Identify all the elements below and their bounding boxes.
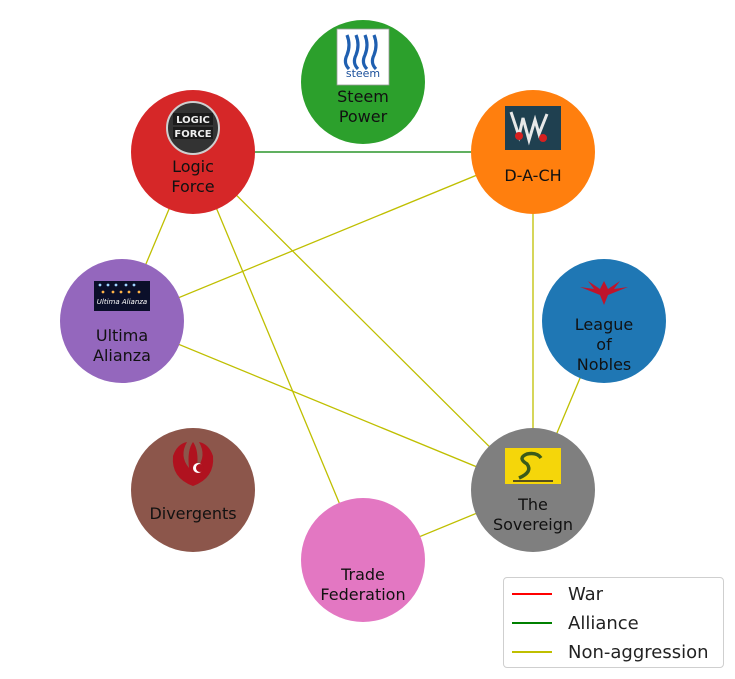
node-label: League — [575, 315, 633, 334]
steem-logo: steem — [336, 28, 390, 86]
legend-item-war: War — [512, 583, 603, 605]
legend-label-nonaggression: Non-aggression — [568, 641, 709, 663]
node-label: Power — [339, 107, 388, 126]
logic-force-logo-text: LOGIC — [176, 115, 210, 126]
legend-swatch-alliance — [512, 622, 552, 624]
faction-nodes: steemSteemPowerLOGICFORCELogicForceD-A-C… — [60, 20, 666, 622]
edge-logic-force-trade-federation — [192, 151, 364, 561]
edge-ultima-alianza-the-sovereign — [121, 320, 534, 491]
node-dach: D-A-CH — [471, 90, 595, 214]
node-label: Steem — [337, 87, 389, 106]
logic-force-logo: LOGIC FORCE — [166, 101, 220, 155]
node-label: D-A-CH — [504, 166, 561, 185]
phoenix-logo — [580, 281, 628, 305]
node-label: Trade — [340, 565, 385, 584]
node-label: of — [596, 335, 612, 354]
legend-swatch-war — [512, 593, 552, 595]
divergents-logo — [172, 442, 214, 486]
legend-label-war: War — [568, 583, 604, 605]
node-label: Divergents — [149, 504, 236, 523]
node-circle — [131, 428, 255, 552]
node-label: Sovereign — [493, 515, 573, 534]
ultima-alianza-logo-text: Ultima Alianza — [97, 298, 147, 306]
node-circle — [471, 428, 595, 552]
node-divergents: Divergents — [131, 428, 255, 552]
node-circle — [60, 259, 184, 383]
gadsden-flag-logo — [505, 448, 561, 484]
legend-item-nonaggression: Non-aggression — [512, 641, 709, 663]
node-label: Logic — [172, 157, 214, 176]
node-label: Ultima — [96, 326, 148, 345]
legend: War Alliance Non-aggression — [503, 577, 724, 668]
node-label: The — [517, 495, 548, 514]
edge-logic-force-the-sovereign — [192, 151, 534, 491]
ultima-alianza-logo: Ultima Alianza — [94, 281, 150, 311]
legend-label-alliance: Alliance — [568, 612, 639, 634]
node-label: Nobles — [577, 355, 632, 374]
node-label: Federation — [320, 585, 405, 604]
node-circle — [301, 498, 425, 622]
legend-swatch-nonaggression — [512, 651, 552, 653]
node-label: Alianza — [93, 346, 151, 365]
steem-logo-text: steem — [346, 67, 380, 80]
edge-dach-ultima-alianza — [121, 151, 534, 322]
dach-logo — [505, 106, 561, 150]
node-circle — [471, 90, 595, 214]
legend-item-alliance: Alliance — [512, 612, 639, 634]
logic-force-logo-text: FORCE — [174, 129, 211, 140]
node-circle — [542, 259, 666, 383]
node-label: Force — [171, 177, 214, 196]
